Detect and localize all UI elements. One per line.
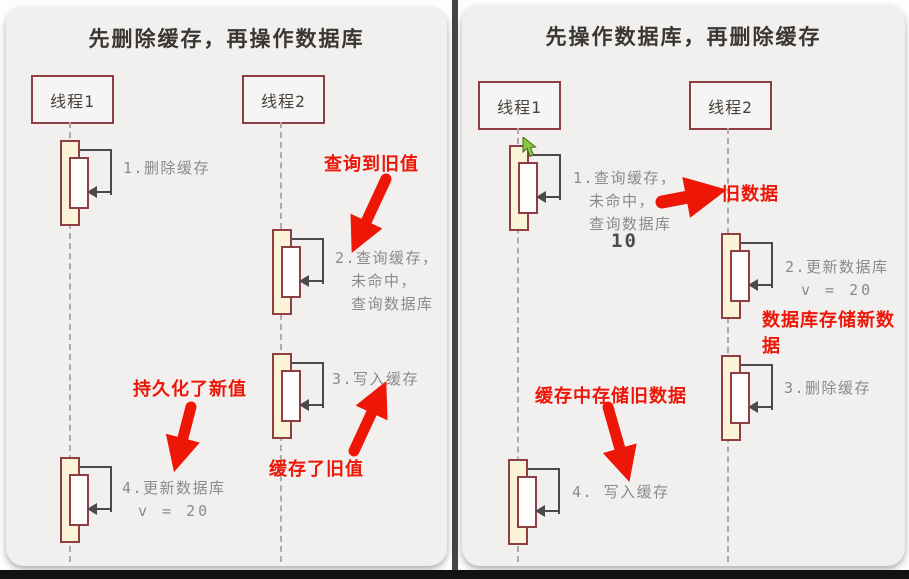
note-cache-stores-old-data: 缓存中存储旧数据 (535, 386, 687, 407)
activation-inner (281, 370, 301, 422)
step1-value: 10 (611, 230, 638, 252)
mouse-cursor-icon (522, 137, 537, 158)
red-arrow-to-step2 (350, 173, 392, 253)
step1-label: 1.删除缓存 (123, 159, 211, 177)
self-call-line (741, 364, 773, 410)
self-call-line-bottom (545, 510, 560, 512)
activation-step4 (508, 459, 568, 549)
note-db-stores-new-data: 数据库存储新数据 (762, 310, 895, 357)
self-call-line (528, 468, 560, 514)
step2-label: 2.更新数据库 v = 20 (785, 256, 889, 302)
self-call-line-bottom (546, 196, 561, 198)
thread1-box: 线程1 (478, 81, 561, 130)
activation-inner (518, 162, 538, 214)
thread1-lifeline (69, 122, 71, 562)
arrowhead-icon (299, 275, 309, 287)
thread1-label: 线程1 (497, 97, 542, 117)
activation-step1 (60, 140, 120, 230)
self-call-line (529, 154, 561, 200)
thread2-lifeline (280, 122, 282, 562)
panel-divider (452, 0, 458, 579)
self-call-line-bottom (309, 280, 324, 282)
thread2-label: 线程2 (708, 97, 753, 117)
step4-label: 4.更新数据库 v = 20 (122, 477, 226, 523)
red-arrow-to-step3 (348, 381, 388, 457)
self-call-line (80, 149, 112, 195)
activation-step3 (721, 355, 781, 445)
activation-inner (517, 476, 537, 528)
arrowhead-icon (299, 399, 309, 411)
thread2-label: 线程2 (261, 91, 306, 111)
step4-label: 4. 写入缓存 (572, 483, 670, 501)
panel-delete-cache-first: 先删除缓存，再操作数据库 线程1 线程2 1.删除缓存 (6, 7, 447, 566)
self-call-line (292, 238, 324, 284)
self-call-line-bottom (97, 191, 112, 193)
activation-step4 (60, 457, 120, 547)
note-old-data: 旧数据 (722, 184, 779, 205)
activation-inner (69, 474, 89, 526)
panel-title: 先操作数据库，再删除缓存 (545, 25, 822, 49)
panel-title: 先删除缓存，再操作数据库 (88, 27, 365, 51)
arrowhead-icon (536, 191, 546, 203)
self-call-line-bottom (758, 406, 773, 408)
thread2-lifeline (727, 128, 729, 562)
step3-label: 3.删除缓存 (784, 379, 872, 397)
panel-update-db-first: 先操作数据库，再删除缓存 线程1 线程2 1.查询缓存， 未命中， 查询数据库 … (462, 5, 905, 566)
arrowhead-icon (87, 503, 97, 515)
bottom-black-bar (0, 570, 909, 579)
thread1-lifeline (517, 128, 519, 562)
activation-step2 (721, 233, 781, 323)
arrowhead-icon (748, 279, 758, 291)
thread1-box: 线程1 (31, 75, 114, 124)
activation-inner (281, 246, 301, 298)
self-call-line (80, 466, 112, 512)
self-call-line-bottom (97, 508, 112, 510)
step1-label: 1.查询缓存， 未命中， 查询数据库 (573, 169, 677, 233)
activation-step2 (272, 229, 332, 319)
self-call-line-bottom (309, 404, 324, 406)
activation-inner (69, 157, 89, 209)
step2-label: 2.查询缓存， 未命中， 查询数据库 (335, 249, 439, 313)
arrowhead-icon (748, 401, 758, 413)
activation-step3 (272, 353, 332, 443)
activation-step1 (509, 145, 569, 235)
arrowhead-icon (535, 505, 545, 517)
red-arrow-to-step4 (165, 401, 200, 473)
note-persisted-new-value: 持久化了新值 (133, 379, 247, 400)
step2-value: v = 20 (801, 281, 874, 299)
self-call-line (292, 362, 324, 408)
note-cached-old-value: 缓存了旧值 (269, 459, 364, 480)
thread1-label: 线程1 (50, 91, 95, 111)
activation-inner (730, 250, 750, 302)
self-call-line (741, 242, 773, 288)
note-queried-old-value: 查询到旧值 (324, 154, 419, 175)
step3-label: 3.写入缓存 (332, 370, 420, 388)
step4-value: v = 20 (138, 502, 211, 520)
self-call-line-bottom (758, 284, 773, 286)
activation-inner (730, 372, 750, 424)
red-arrow-to-step4 (602, 401, 637, 483)
thread2-box: 线程2 (689, 81, 772, 130)
thread2-box: 线程2 (242, 75, 325, 124)
arrowhead-icon (87, 186, 97, 198)
